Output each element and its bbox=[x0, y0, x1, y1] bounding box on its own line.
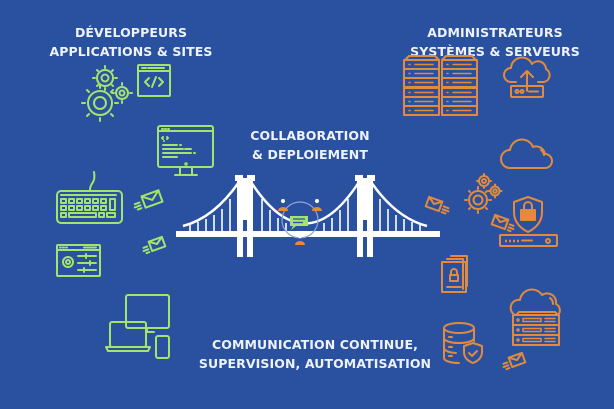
keyboard-icon bbox=[56, 171, 123, 224]
developers-title-line1: DÉVELOPPEURS bbox=[74, 25, 188, 40]
team-chat-icon bbox=[278, 199, 322, 245]
cloud-server-icon bbox=[509, 288, 561, 346]
envelope-icon bbox=[424, 195, 450, 215]
administrators-title-line1: ADMINISTRATEURS bbox=[427, 25, 563, 40]
bottom-caption-line1: COMMUNICATION CONTINUE, bbox=[211, 337, 419, 352]
server-racks-icon bbox=[403, 55, 478, 116]
gears-icon bbox=[464, 173, 503, 214]
center-title: COLLABORATION & DEPLOIEMENT bbox=[210, 126, 410, 164]
code-monitor-icon bbox=[157, 125, 214, 176]
devices-icon bbox=[105, 294, 170, 359]
center-title-line2: & DEPLOIEMENT bbox=[252, 147, 368, 162]
cloud-icon bbox=[500, 138, 553, 169]
cloud-upload-icon bbox=[503, 56, 551, 98]
bridge-icon bbox=[176, 175, 440, 257]
envelope-icon bbox=[133, 189, 164, 211]
security-router-icon bbox=[499, 196, 558, 247]
code-window-icon bbox=[137, 64, 171, 97]
envelope-icon bbox=[490, 213, 515, 233]
developers-title: DÉVELOPPEURS APPLICATIONS & SITES bbox=[36, 23, 226, 61]
envelope-icon bbox=[502, 351, 527, 371]
secure-database-icon bbox=[443, 322, 483, 364]
envelope-icon bbox=[142, 235, 167, 255]
locked-files-icon bbox=[441, 255, 468, 293]
gears-icon bbox=[81, 65, 133, 122]
developers-title-line2: APPLICATIONS & SITES bbox=[49, 44, 213, 59]
bottom-caption: COMMUNICATION CONTINUE, SUPERVISION, AUT… bbox=[190, 335, 440, 373]
center-title-line1: COLLABORATION bbox=[250, 128, 370, 143]
settings-window-icon bbox=[56, 244, 101, 277]
bottom-caption-line2: SUPERVISION, AUTOMATISATION bbox=[198, 356, 432, 371]
